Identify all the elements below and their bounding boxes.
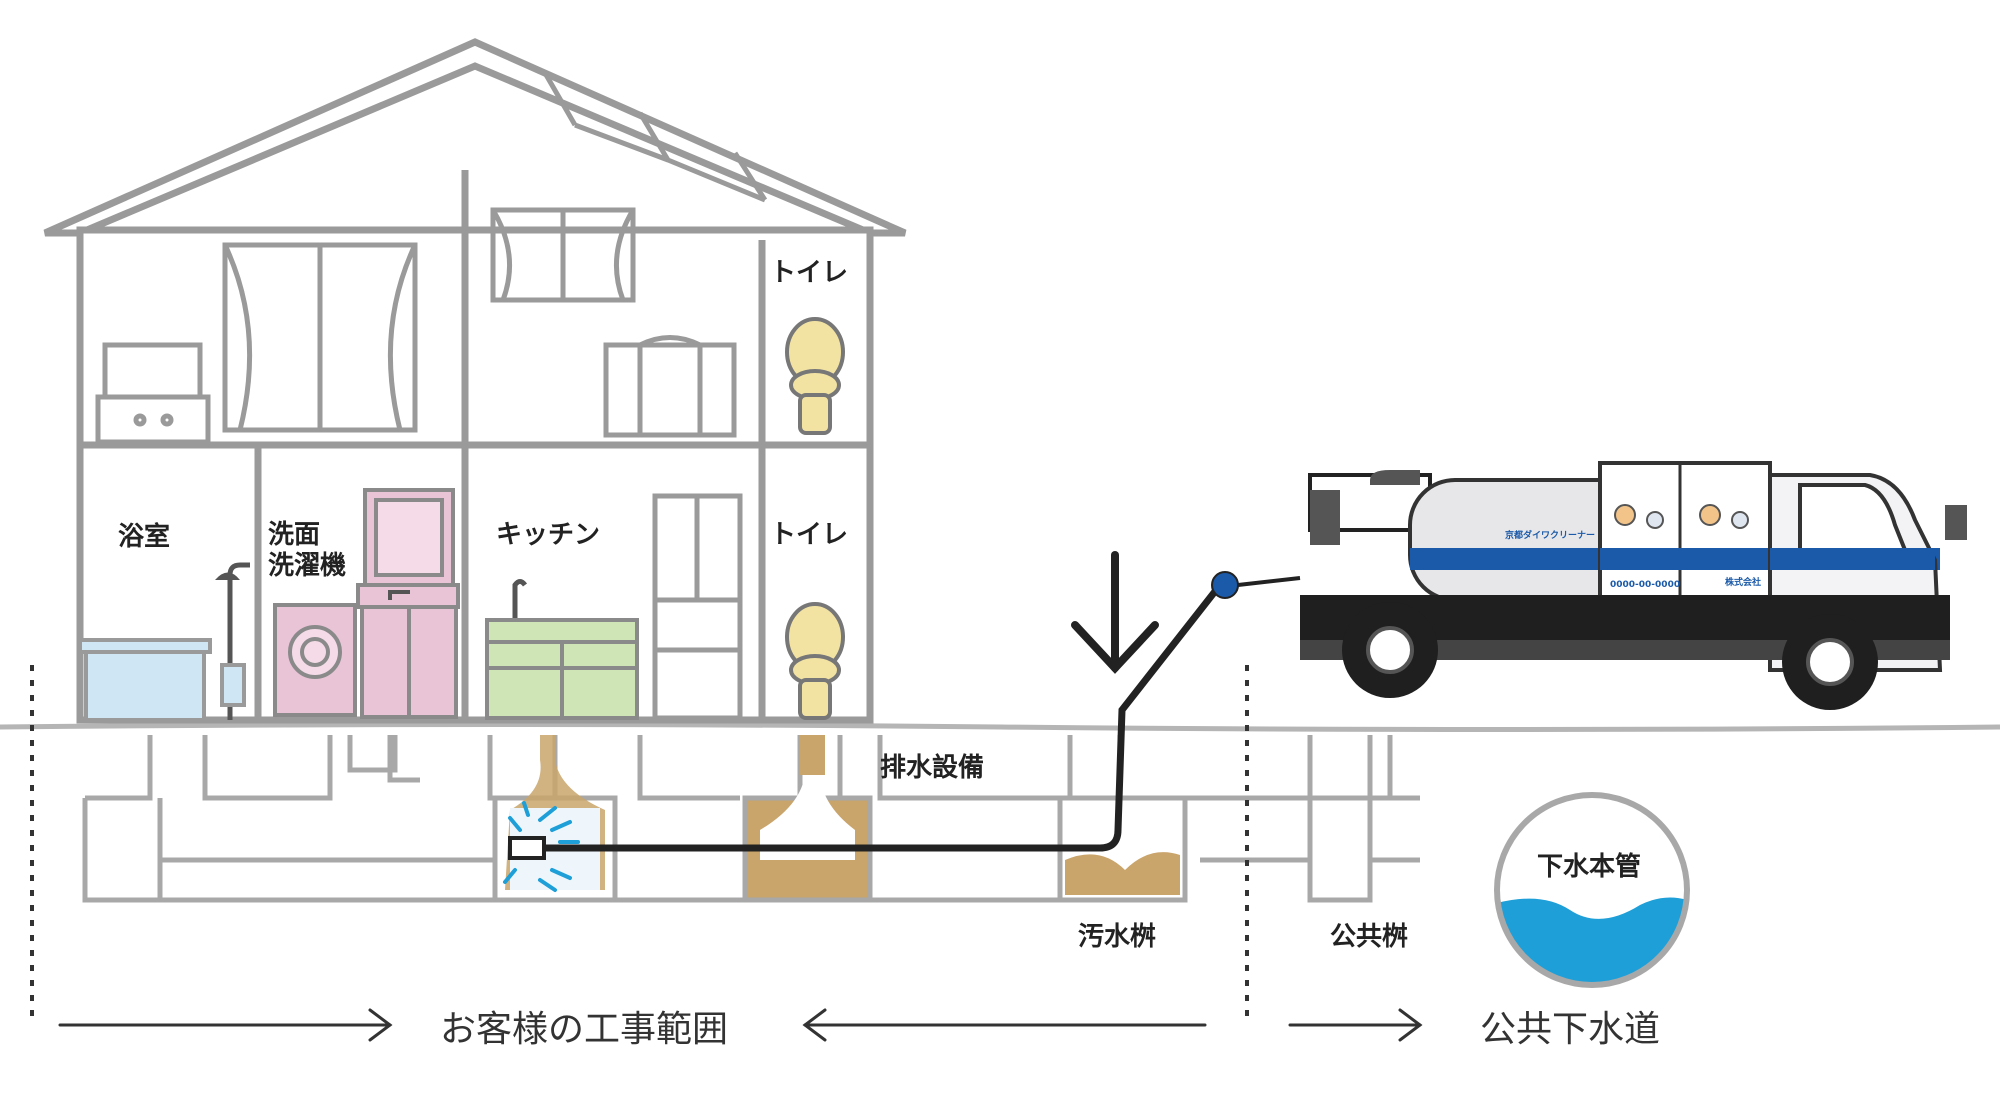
ground-line bbox=[0, 722, 2000, 732]
label-public-sewer: 公共下水道 bbox=[1480, 1009, 1661, 1050]
public-basin bbox=[1307, 795, 1373, 903]
house bbox=[43, 38, 907, 724]
label-washroom: 洗面 洗濯機 bbox=[268, 520, 347, 582]
truck-phone-text: 0000-00-0000 bbox=[1610, 580, 1681, 590]
truck-small-text: 株式会社 bbox=[1725, 578, 1762, 588]
label-main-sewer-pipe: 下水本管 bbox=[1537, 852, 1642, 882]
label-toilet-upper: トイレ bbox=[770, 258, 849, 288]
label-drainage-facility: 排水設備 bbox=[880, 753, 985, 783]
label-kitchen: キッチン bbox=[496, 520, 601, 550]
label-public-basin: 公共桝 bbox=[1330, 922, 1409, 952]
truck-company-text: 京都ダイワクリーナー bbox=[1505, 531, 1596, 541]
mascot-icon bbox=[1614, 504, 1636, 526]
washing-machine bbox=[273, 603, 357, 717]
vanity bbox=[356, 488, 460, 719]
hose-reel-joint bbox=[1211, 571, 1239, 599]
water-spray bbox=[503, 801, 580, 892]
nozzle-icon bbox=[508, 836, 546, 860]
label-toilet-lower: トイレ bbox=[770, 520, 849, 550]
cleaning-hose bbox=[544, 582, 1223, 852]
house-roof bbox=[43, 38, 907, 237]
kitchen-counter bbox=[485, 579, 639, 720]
bathtub bbox=[78, 562, 250, 722]
toilet-upper-icon bbox=[785, 317, 845, 435]
label-sewage-basin: 汚水桝 bbox=[1078, 922, 1157, 952]
chair bbox=[603, 335, 737, 438]
dresser bbox=[95, 342, 211, 445]
toilet-lower-icon bbox=[785, 602, 845, 720]
storage-cabinet bbox=[652, 493, 743, 721]
label-customer-work-scope: お客様の工事範囲 bbox=[440, 1009, 729, 1050]
basin-toilet bbox=[742, 735, 873, 903]
upper-left-window bbox=[222, 242, 418, 433]
down-arrow-icon bbox=[1071, 551, 1159, 674]
upper-right-window bbox=[490, 207, 636, 303]
main-sewer-pipe bbox=[1494, 792, 1690, 988]
label-bath: 浴室 bbox=[118, 522, 171, 552]
scope-arrows bbox=[58, 1008, 1423, 1042]
roof-panels bbox=[542, 71, 768, 203]
vacuum-truck bbox=[1300, 461, 1967, 710]
